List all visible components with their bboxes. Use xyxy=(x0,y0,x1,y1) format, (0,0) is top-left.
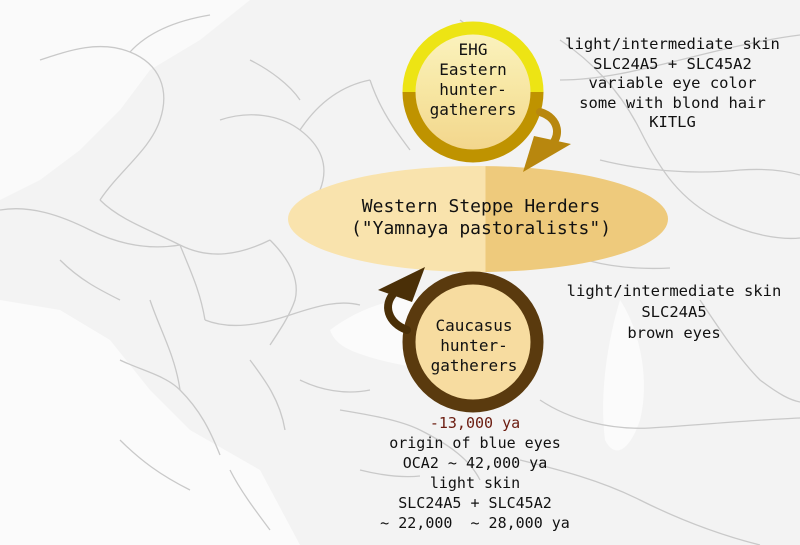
ehg-label-line: hunter- xyxy=(439,80,507,99)
bottom-note: SLC24A5 + SLC45A2 xyxy=(398,494,552,512)
ehg-trait: some with blond hair xyxy=(579,93,766,112)
wsh-label-line: ("Yamnaya pastoralists") xyxy=(350,218,612,239)
bottom-note: light skin xyxy=(429,474,521,492)
ehg-trait: KITLG xyxy=(649,113,696,131)
chg-label-line: hunter- xyxy=(440,336,508,355)
ehg-traits: light/intermediate skin SLC24A5 + SLC45A… xyxy=(540,35,800,133)
chg-label-line: Caucasus xyxy=(435,316,513,335)
wsh-label-line: Western Steppe Herders xyxy=(361,196,601,217)
chg-circle xyxy=(402,271,544,413)
chg-traits: light/intermediate skin SLC24A5 brown ey… xyxy=(548,281,800,344)
wsh-label: Western Steppe Herders ("Yamnaya pastora… xyxy=(296,196,666,240)
chg-label-line: gatherers xyxy=(430,356,518,375)
ehg-label-line: EHG xyxy=(458,40,488,59)
ehg-arrowhead xyxy=(523,136,571,172)
ehg-circle xyxy=(402,21,544,163)
bottom-note: ~ 22,000 ~ 28,000 ya xyxy=(380,514,570,532)
chg-trait: brown eyes xyxy=(627,324,721,342)
bottom-note: OCA2 ~ 42,000 ya xyxy=(402,454,548,472)
chg-trait: SLC24A5 xyxy=(641,303,707,321)
ehg-label: EHG Eastern hunter- gatherers xyxy=(408,40,538,120)
sea-area xyxy=(603,300,644,451)
bottom-note: -13,000 ya xyxy=(429,414,521,432)
bottom-note: origin of blue eyes xyxy=(389,434,561,452)
ehg-trait: light/intermediate skin xyxy=(565,35,780,53)
ehg-trait: SLC24A5 + SLC45A2 xyxy=(593,54,752,73)
chg-arrowhead xyxy=(378,267,425,302)
chg-arrow xyxy=(384,288,411,334)
chg-label: Caucasus hunter- gatherers xyxy=(412,316,536,376)
sea-area xyxy=(0,0,250,200)
ehg-label-line: gatherers xyxy=(429,100,517,119)
chg-trait: light/intermediate skin xyxy=(566,282,782,300)
ehg-label-line: Eastern xyxy=(439,60,507,79)
ehg-trait: variable eye color xyxy=(588,74,757,92)
wsh-ellipse xyxy=(288,166,668,272)
sea-area xyxy=(0,300,300,545)
bottom-notes: -13,000 ya origin of blue eyes OCA2 ~ 42… xyxy=(345,413,605,533)
